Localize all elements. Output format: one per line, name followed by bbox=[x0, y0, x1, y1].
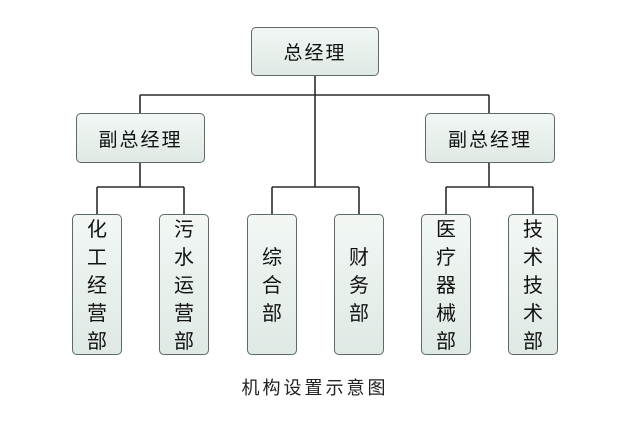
department-label-finance: 财务部 bbox=[349, 244, 369, 325]
department-box-technology: 技术技术部 bbox=[508, 214, 558, 355]
department-box-chemical: 化工经营部 bbox=[72, 214, 122, 355]
department-label-technology: 技术技术部 bbox=[523, 216, 543, 353]
department-label-chemical: 化工经营部 bbox=[87, 216, 107, 353]
department-box-sewage: 污水运营部 bbox=[159, 214, 209, 355]
department-box-general-affairs: 综合部 bbox=[247, 214, 297, 355]
department-label-general-affairs: 综合部 bbox=[262, 244, 282, 325]
department-box-finance: 财务部 bbox=[334, 214, 384, 355]
general-manager-box: 总经理 bbox=[251, 27, 379, 76]
deputy-manager-label-right: 副总经理 bbox=[447, 128, 532, 151]
deputy-manager-label-left: 副总经理 bbox=[98, 128, 183, 151]
deputy-manager-box-right: 副总经理 bbox=[425, 113, 555, 163]
diagram-caption: 机构设置示意图 bbox=[241, 378, 389, 399]
deputy-manager-box-left: 副总经理 bbox=[76, 113, 205, 163]
department-label-sewage: 污水运营部 bbox=[174, 216, 194, 353]
department-label-medical-devices: 医疗器械部 bbox=[436, 216, 456, 353]
department-box-medical-devices: 医疗器械部 bbox=[421, 214, 471, 355]
general-manager-label: 总经理 bbox=[283, 42, 347, 64]
